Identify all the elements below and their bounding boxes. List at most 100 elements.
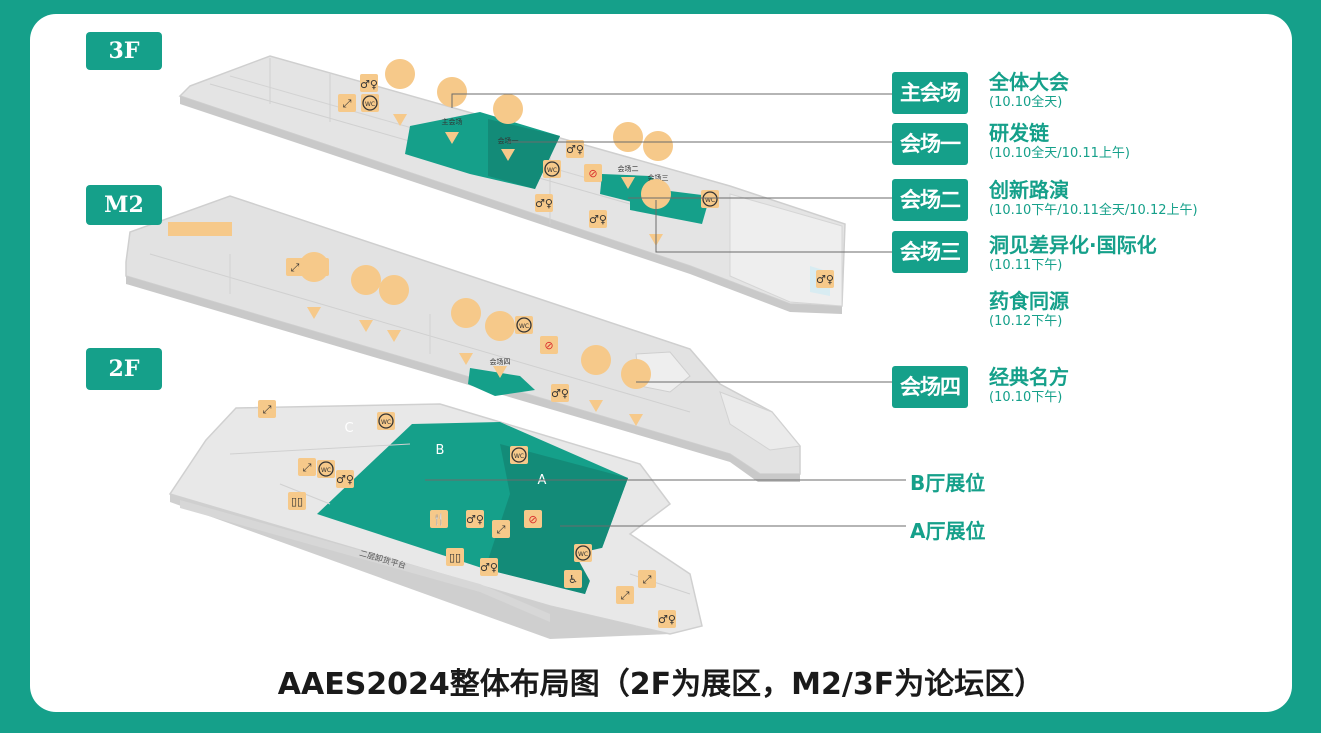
restroom-icon bbox=[566, 140, 584, 158]
venue-desc-hall-3-b: 药食同源 (10.12下午) bbox=[989, 289, 1069, 331]
venue-name: 洞见差异化·国际化 bbox=[989, 233, 1157, 257]
restroom-icon bbox=[551, 384, 569, 402]
venue-tag-hall-3[interactable]: 会场三 bbox=[892, 231, 968, 273]
svg-text:会场三: 会场三 bbox=[648, 173, 669, 182]
floor-tag-2f[interactable]: 2F bbox=[86, 348, 162, 390]
svg-text:WC: WC bbox=[514, 453, 524, 460]
svg-text:⊘: ⊘ bbox=[528, 513, 537, 526]
restroom-icon bbox=[480, 558, 498, 576]
svg-text:♂♀: ♂♀ bbox=[589, 213, 607, 226]
restroom-icon bbox=[336, 470, 354, 488]
no-smoking-icon bbox=[524, 510, 542, 528]
venue-tag-hall-1[interactable]: 会场一 bbox=[892, 123, 968, 165]
restroom-icon bbox=[535, 194, 553, 212]
svg-text:▯▯: ▯▯ bbox=[449, 551, 461, 564]
svg-text:♂♀: ♂♀ bbox=[566, 143, 584, 156]
restroom-icon bbox=[589, 210, 607, 228]
venue-time: (10.10全天) bbox=[989, 95, 1063, 110]
venue-time: (10.10全天/10.11上午) bbox=[989, 146, 1130, 161]
restroom-icon bbox=[816, 270, 834, 288]
wc-icon bbox=[378, 413, 394, 429]
venue-desc-hall-2: 创新路演 (10.10下午/10.11全天/10.12上午) bbox=[989, 178, 1198, 220]
svg-text:⤢: ⤢ bbox=[621, 589, 630, 602]
svg-text:WC: WC bbox=[547, 167, 557, 174]
svg-text:⊘: ⊘ bbox=[588, 167, 597, 180]
venue-name: 药食同源 bbox=[989, 289, 1069, 313]
svg-text:♂♀: ♂♀ bbox=[658, 613, 676, 626]
svg-text:会场一: 会场一 bbox=[498, 136, 519, 145]
svg-text:C: C bbox=[344, 421, 353, 436]
venue-tag-hall-4[interactable]: 会场四 bbox=[892, 366, 968, 408]
no-smoking-icon bbox=[540, 336, 558, 354]
venue-desc-hall-4: 经典名方 (10.10下午) bbox=[989, 365, 1069, 407]
escalator-icon bbox=[616, 586, 634, 604]
svg-text:⤢: ⤢ bbox=[291, 261, 300, 274]
escalator-icon bbox=[258, 400, 276, 418]
venue-desc-main-hall: 全体大会 (10.10全天) bbox=[989, 70, 1069, 112]
restroom-icon bbox=[658, 610, 676, 628]
svg-text:♂♀: ♂♀ bbox=[535, 197, 553, 210]
venue-time: (10.12下午) bbox=[989, 314, 1063, 329]
venue-name: 创新路演 bbox=[989, 178, 1069, 202]
venue-name: 经典名方 bbox=[989, 365, 1069, 389]
svg-text:⤢: ⤢ bbox=[497, 523, 506, 536]
floor-tag-m2[interactable]: M2 bbox=[86, 185, 162, 225]
venue-name: 全体大会 bbox=[989, 70, 1069, 94]
elevator-icon bbox=[288, 492, 306, 510]
escalator-icon bbox=[286, 258, 304, 276]
svg-text:♂♀: ♂♀ bbox=[360, 78, 378, 91]
venue-tag-hall-2[interactable]: 会场二 bbox=[892, 179, 968, 221]
escalator-icon bbox=[492, 520, 510, 538]
wc-icon bbox=[702, 191, 718, 207]
wc-icon bbox=[362, 95, 378, 111]
leader-lines bbox=[425, 93, 906, 527]
svg-text:♿: ♿ bbox=[568, 573, 578, 586]
svg-text:⤢: ⤢ bbox=[643, 573, 652, 586]
svg-text:WC: WC bbox=[705, 197, 715, 204]
restroom-icon bbox=[466, 510, 484, 528]
floor-tag-3f[interactable]: 3F bbox=[86, 32, 162, 70]
svg-text:会场二: 会场二 bbox=[618, 164, 639, 173]
escalator-icon bbox=[298, 458, 316, 476]
svg-text:⤢: ⤢ bbox=[303, 461, 312, 474]
venue-name: 研发链 bbox=[989, 121, 1049, 145]
floor-m2-plan: ⤢ WC WC ⊘ ♂♀ 会场四 bbox=[125, 195, 801, 482]
floor-map: ♂♀ ⤢ WC ♂♀ WC ⊘ ♂♀ ♂♀ WC ♂♀ 主会场 bbox=[125, 55, 906, 639]
svg-text:WC: WC bbox=[365, 101, 375, 108]
hall-a-label[interactable]: A厅展位 bbox=[910, 519, 986, 543]
venue-tag-main-hall[interactable]: 主会场 bbox=[892, 72, 968, 114]
hall-b-label[interactable]: B厅展位 bbox=[910, 471, 986, 495]
floor-3f-plan: ♂♀ ⤢ WC ♂♀ WC ⊘ ♂♀ ♂♀ WC ♂♀ 主会场 bbox=[178, 55, 846, 314]
wc-icon bbox=[511, 447, 527, 463]
wc-icon bbox=[544, 161, 560, 177]
svg-text:⤢: ⤢ bbox=[343, 97, 352, 110]
venue-time: (10.10下午/10.11全天/10.12上午) bbox=[989, 203, 1198, 218]
m2-banner-block bbox=[168, 222, 232, 236]
svg-text:♂♀: ♂♀ bbox=[466, 513, 484, 526]
wc-icon bbox=[516, 317, 532, 333]
wc-icon bbox=[575, 545, 591, 561]
floor-2f-plan: C B A 二层卸货平台 ⤢ WC WC ⤢ WC ♂♀ ▯▯ 🍴 ♂♀ bbox=[168, 400, 703, 639]
layout-caption: AAES2024整体布局图（2F为展区，M2/3F为论坛区） bbox=[277, 667, 1045, 702]
svg-text:B: B bbox=[436, 443, 445, 458]
svg-text:♂♀: ♂♀ bbox=[816, 273, 834, 286]
svg-text:▯▯: ▯▯ bbox=[291, 495, 303, 508]
svg-text:♂♀: ♂♀ bbox=[551, 387, 569, 400]
restroom-icon bbox=[360, 74, 378, 92]
svg-text:♂♀: ♂♀ bbox=[336, 473, 354, 486]
floor-plan-card: ♂♀ ⤢ WC ♂♀ WC ⊘ ♂♀ ♂♀ WC ♂♀ 主会场 bbox=[30, 14, 1292, 712]
svg-text:会场四: 会场四 bbox=[490, 357, 511, 366]
venue-time: (10.11下午) bbox=[989, 258, 1063, 273]
svg-text:♂♀: ♂♀ bbox=[480, 561, 498, 574]
no-smoking-icon bbox=[584, 164, 602, 182]
svg-text:WC: WC bbox=[321, 467, 331, 474]
escalator-icon bbox=[338, 94, 356, 112]
svg-text:⤢: ⤢ bbox=[263, 403, 272, 416]
hall-4-area[interactable] bbox=[468, 368, 535, 396]
elevator-icon bbox=[446, 548, 464, 566]
svg-text:🍴: 🍴 bbox=[432, 513, 446, 526]
svg-text:⊘: ⊘ bbox=[544, 339, 553, 352]
venue-desc-hall-1: 研发链 (10.10全天/10.11上午) bbox=[989, 121, 1130, 163]
dining-icon bbox=[430, 510, 448, 528]
service-icon bbox=[564, 570, 582, 588]
